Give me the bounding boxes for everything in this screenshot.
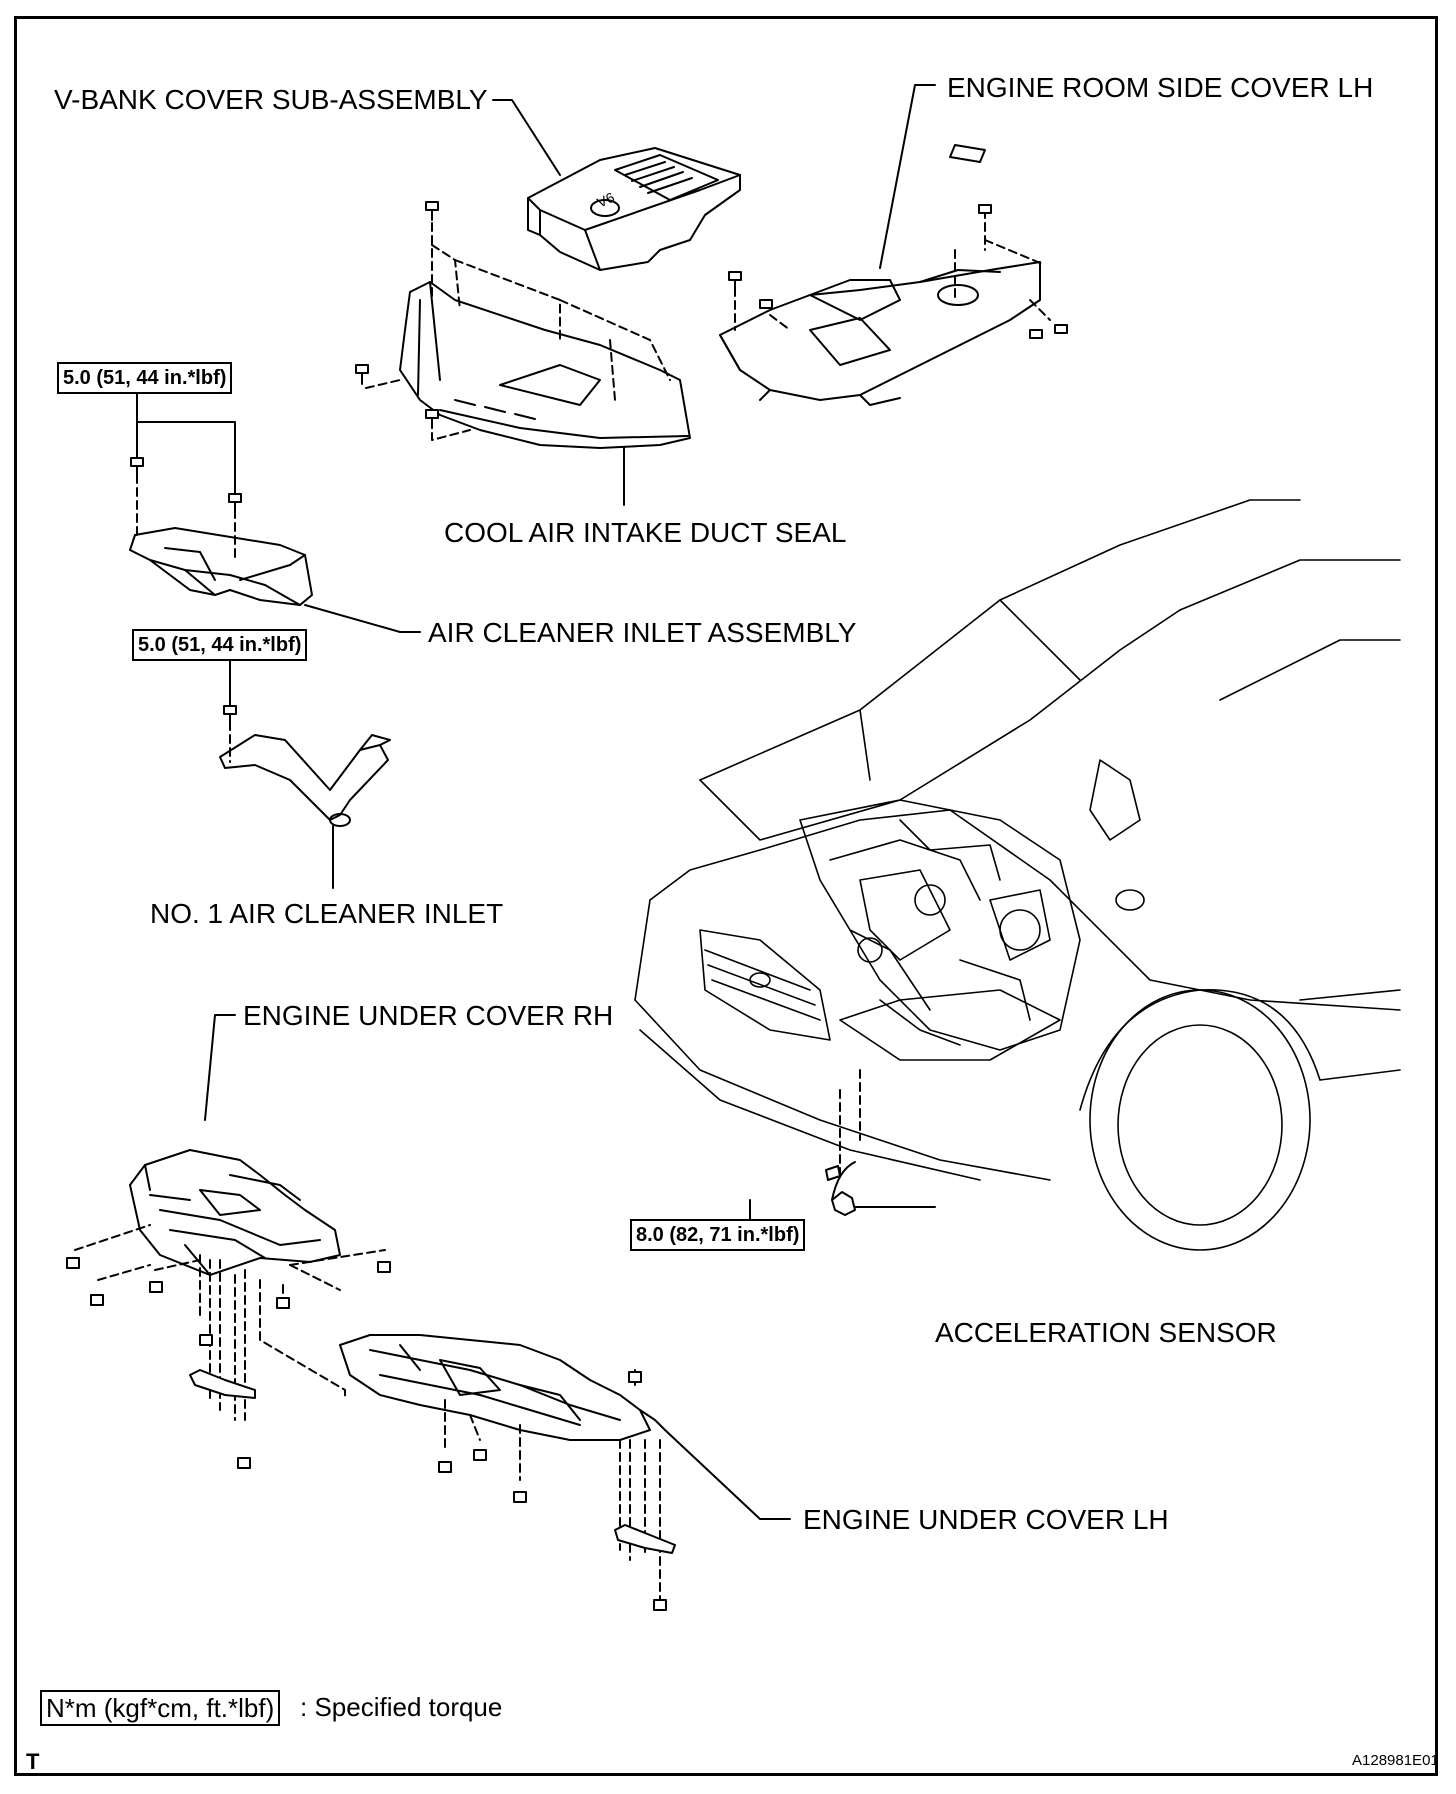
- label-no1-air-cleaner-inlet: NO. 1 AIR CLEANER INLET: [150, 898, 504, 929]
- label-cool-air-intake-duct-seal: COOL AIR INTAKE DUCT SEAL: [444, 517, 847, 548]
- lh-cover-bracket: [614, 1524, 676, 1554]
- no1-air-cleaner-inlet-part: [219, 734, 391, 827]
- inlet-assembly-fastener-lines: [136, 474, 236, 561]
- seal-bolts: [355, 201, 439, 429]
- label-engine-room-side-cover: ENGINE ROOM SIDE COVER LH: [947, 72, 1374, 103]
- vehicle-front-illustration: [634, 499, 1401, 1251]
- label-engine-under-cover-rh: ENGINE UNDER COVER RH: [243, 1000, 614, 1031]
- legend-description: : Specified torque: [300, 1692, 503, 1722]
- label-engine-under-cover-lh: ENGINE UNDER COVER LH: [803, 1504, 1169, 1535]
- leader-under-cover-rh: [204, 1014, 236, 1121]
- legend-torque-unit-box: N*m (kgf*cm, ft.*lbf): [40, 1690, 281, 1726]
- leader-under-cover-lh: [664, 1429, 791, 1520]
- rh-cover-bracket: [189, 1369, 256, 1399]
- leader-v-bank: [492, 99, 561, 176]
- diagram-frame: [14, 16, 1438, 1776]
- label-air-cleaner-inlet-assembly: AIR CLEANER INLET ASSEMBLY: [428, 617, 857, 648]
- acceleration-sensor-part: [825, 1161, 856, 1216]
- torque-leader-inlet-b: [136, 421, 236, 495]
- inlet-assembly-bolts: [130, 457, 242, 513]
- cool-air-intake-duct-seal-part: [399, 281, 691, 449]
- engine-under-cover-lh-part: [339, 1334, 666, 1441]
- no1-inlet-bolt: [223, 705, 237, 725]
- air-cleaner-inlet-assembly-part: [129, 527, 313, 606]
- rh-cover-bolts: [66, 1257, 391, 1469]
- side-cover-fastener-lines: [734, 209, 1051, 331]
- engine-room-side-cover-part: [719, 144, 1041, 406]
- side-cover-bolts: [728, 204, 1068, 339]
- engine-under-cover-rh-part: [129, 1149, 341, 1276]
- v-bank-cover-part: V6: [527, 147, 741, 271]
- seal-fastener-lines: [365, 209, 671, 441]
- label-acceleration-sensor: ACCELERATION SENSOR: [935, 1317, 1277, 1348]
- torque-spec-no1-air-cleaner-inlet: 5.0 (51, 44 in.*lbf): [132, 629, 308, 661]
- torque-spec-air-cleaner-inlet-assembly: 5.0 (51, 44 in.*lbf): [57, 362, 233, 394]
- torque-spec-acceleration-sensor: 8.0 (82, 71 in.*lbf): [630, 1219, 806, 1251]
- corner-mark: T: [26, 1749, 40, 1774]
- leader-side-cover: [879, 84, 936, 269]
- illustration-code: A128981E01: [1352, 1752, 1439, 1769]
- label-v-bank-cover: V-BANK COVER SUB-ASSEMBLY: [54, 84, 488, 115]
- leader-air-cleaner-inlet-assembly: [304, 604, 421, 633]
- lh-cover-bolts: [438, 1371, 667, 1611]
